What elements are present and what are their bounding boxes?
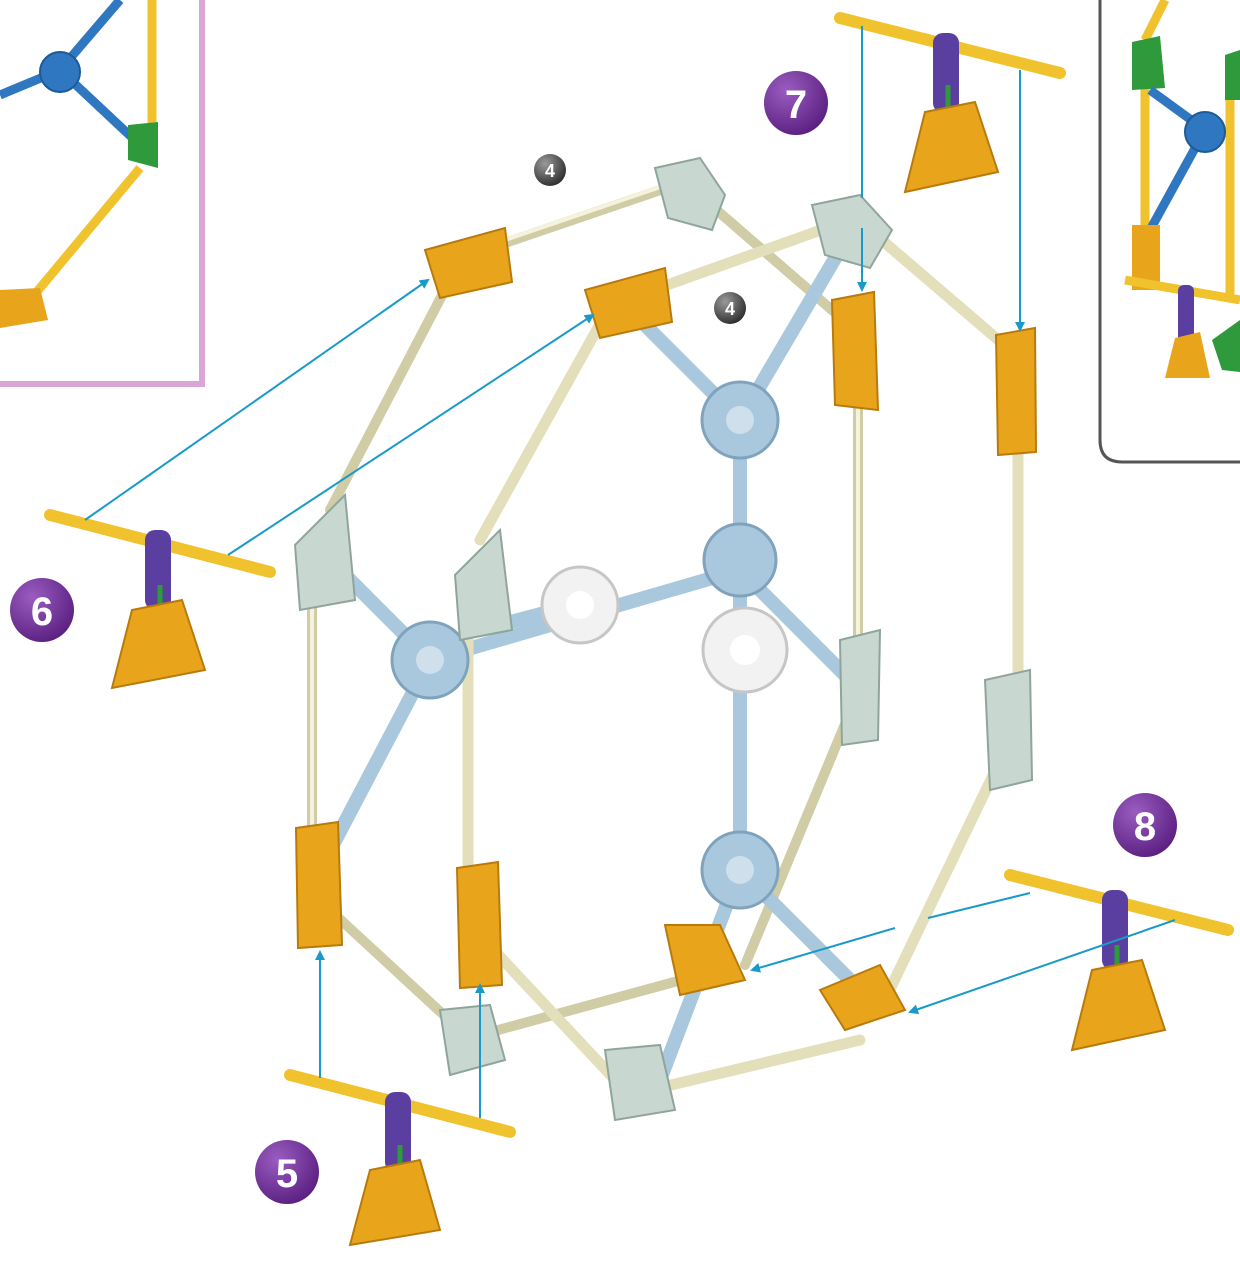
back-rim-highlight xyxy=(310,180,860,870)
part-count-icon xyxy=(534,154,566,186)
step-badge-7: 7 xyxy=(764,71,828,135)
arrow-step-8-a-top xyxy=(927,892,1031,919)
count-badge-top-right: 4 xyxy=(714,292,746,324)
orange-connector xyxy=(423,226,514,300)
inset-blue-hub xyxy=(39,51,81,93)
right-inset-panel xyxy=(1098,0,1240,464)
gray-connector xyxy=(453,527,514,642)
lightblue-hub xyxy=(702,522,778,598)
orange-connector xyxy=(830,290,880,412)
step-number-label: 6 xyxy=(31,590,53,634)
axle-assembly-6 xyxy=(44,509,276,690)
inset-blue-hub xyxy=(1184,111,1226,153)
orange-connector xyxy=(663,924,747,997)
purple-clip xyxy=(145,530,171,610)
step-badge-5: 5 xyxy=(255,1140,319,1204)
step-badge-6: 6 xyxy=(10,578,74,642)
purple-clip xyxy=(385,1092,411,1172)
assembly-arrows xyxy=(84,26,1176,1118)
axle-assembly-7 xyxy=(834,12,1066,194)
arrow-step-8-a xyxy=(750,927,896,973)
inset-green-connector xyxy=(1225,50,1240,100)
count-label: 4 xyxy=(545,161,555,181)
inset-green-connector xyxy=(1212,320,1240,372)
inset-orange-connector xyxy=(0,288,48,328)
inset-green-connector xyxy=(128,122,158,168)
hubs xyxy=(390,380,789,910)
right-inset-border xyxy=(1098,0,1240,464)
orange-connector xyxy=(818,963,907,1032)
back-rim-connectors xyxy=(293,156,882,1077)
gray-connector xyxy=(653,156,727,232)
purple-clip xyxy=(1102,890,1128,970)
front-rim-connectors xyxy=(453,193,1038,1122)
inset-yellow-rod xyxy=(1140,0,1170,43)
wheel-assembly xyxy=(293,156,1038,1122)
inset-purple-clip xyxy=(1178,285,1194,345)
step-number-icon xyxy=(1113,793,1177,857)
step-number-icon xyxy=(255,1140,319,1204)
axle-assembly-5 xyxy=(284,1069,516,1247)
inset-orange-connector xyxy=(1132,225,1160,290)
gray-connector xyxy=(603,1043,677,1122)
left-inset-panel xyxy=(0,0,205,387)
gray-connector xyxy=(438,1003,507,1077)
inset-green-connector xyxy=(1132,36,1165,90)
orange-connector xyxy=(994,326,1038,457)
gray-connector xyxy=(810,193,894,270)
orange-foot-connector xyxy=(110,598,207,690)
step-number-icon xyxy=(764,71,828,135)
inset-yellow-rod xyxy=(26,165,144,303)
arrow-step-6-a xyxy=(84,278,430,521)
orange-connector xyxy=(583,266,674,340)
arrow-step-6-b xyxy=(227,313,595,556)
orange-foot-connector xyxy=(348,1158,442,1247)
axle-assembly-8 xyxy=(1004,869,1234,1052)
inset-orange-connector xyxy=(1165,332,1210,378)
step-number-label: 7 xyxy=(785,83,807,127)
step-number-label: 8 xyxy=(1134,805,1156,849)
gray-connector xyxy=(983,668,1034,792)
count-label: 4 xyxy=(725,299,735,319)
orange-foot-connector xyxy=(1070,958,1167,1052)
orange-connector xyxy=(294,820,344,950)
gray-connector xyxy=(838,628,882,747)
part-count-icon xyxy=(714,292,746,324)
purple-clip xyxy=(933,33,959,113)
step-badge-8: 8 xyxy=(1113,793,1177,857)
orange-foot-connector xyxy=(903,100,1000,194)
arrow-step-8-b xyxy=(908,919,1176,1015)
gray-connector xyxy=(293,492,357,612)
step-number-label: 5 xyxy=(276,1152,298,1196)
orange-connector xyxy=(455,860,504,990)
step-number-icon xyxy=(10,578,74,642)
left-inset-border xyxy=(0,0,205,387)
count-badge-top-left: 4 xyxy=(534,154,566,186)
